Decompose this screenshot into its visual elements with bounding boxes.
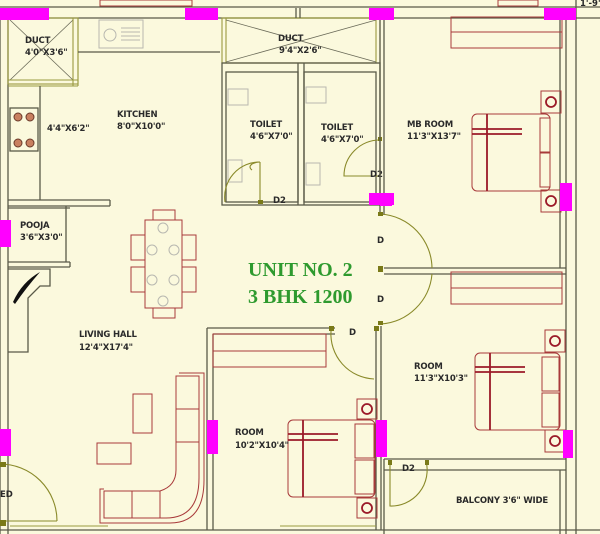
toilet-2-name: TOILET: [321, 123, 353, 133]
balcony: BALCONY 3'6" WIDE: [383, 458, 566, 534]
living-hall-size: 12'4"X17'4": [79, 343, 133, 353]
toilet-1-door[interactable]: D2: [224, 161, 286, 206]
room-center-bed: [287, 398, 378, 519]
balcony-door-label: D2: [402, 464, 415, 474]
mb-room-door-label: D: [377, 236, 384, 246]
toilet-1-size: 4'6"X7'0": [250, 132, 292, 142]
room-right-bed: [474, 329, 566, 453]
toilet-2-size: 4'6"X7'0": [321, 135, 363, 145]
edge-dimension-label: 1'-9": [580, 0, 600, 9]
toilets: TOILET 4'6"X7'0" TOILET 4'6"X7'0": [221, 62, 381, 206]
living-feature: [8, 268, 51, 353]
kitchen-counter-size: 4'4"X6'2": [47, 124, 89, 134]
duct-top-name: DUCT: [278, 34, 304, 44]
kitchen-name: KITCHEN: [117, 110, 158, 120]
room-right-door[interactable]: D: [377, 273, 433, 325]
duct-left: DUCT 4'0"X3'6": [7, 17, 79, 87]
duct-left-name: DUCT: [25, 36, 51, 46]
entrance-door[interactable]: ED: [0, 462, 108, 527]
top-window-frame-right: [497, 0, 539, 7]
pooja-name: POOJA: [20, 221, 50, 231]
kitchen-walls: [8, 51, 220, 207]
kitchen-stove-icon: [9, 107, 39, 152]
unit-title: UNIT NO. 2: [248, 259, 353, 281]
unit-subtitle: 3 BHK 1200: [248, 286, 352, 308]
mb-room-walls: [379, 18, 566, 275]
pooja-size: 3'6"X3'0": [20, 233, 62, 243]
toilet-2-door-label: D2: [370, 170, 383, 180]
toilet-1-door-label: D2: [273, 196, 286, 206]
structural-columns: [0, 8, 576, 458]
room-center-size: 10'2"X10'4": [235, 441, 289, 451]
room-center-door-label: D: [349, 328, 356, 338]
mb-room-size: 11'3"X13'7": [407, 132, 461, 142]
duct-top-size: 9'4"X2'6": [279, 46, 321, 56]
pooja-room: POOJA 3'6"X3'0": [8, 206, 71, 268]
duct-top: DUCT 9'4"X2'6": [221, 8, 381, 64]
mb-room-door[interactable]: D: [377, 212, 433, 272]
room-right-name: ROOM: [414, 362, 443, 372]
room-center-door[interactable]: D: [329, 326, 379, 380]
balcony-label: BALCONY 3'6" WIDE: [456, 496, 548, 506]
kitchen-size: 8'0"X10'0": [117, 122, 165, 132]
living-sofa: [96, 372, 205, 524]
duct-left-size: 4'0"X3'6": [25, 48, 67, 58]
living-hall-name: LIVING HALL: [79, 330, 137, 340]
balcony-door[interactable]: D2: [388, 460, 429, 507]
room-right-size: 11'3"X10'3": [414, 374, 468, 384]
kitchen-sink: [98, 19, 144, 49]
toilet-1-name: TOILET: [250, 120, 282, 130]
top-window-frame: [99, 0, 193, 7]
mb-room-name: MB ROOM: [407, 120, 453, 130]
room-center-name: ROOM: [235, 428, 264, 438]
room-right-door-label: D: [377, 295, 384, 305]
mb-bed: [471, 90, 562, 213]
partial-room-label: ED: [0, 490, 13, 500]
dining-table: [130, 209, 197, 319]
